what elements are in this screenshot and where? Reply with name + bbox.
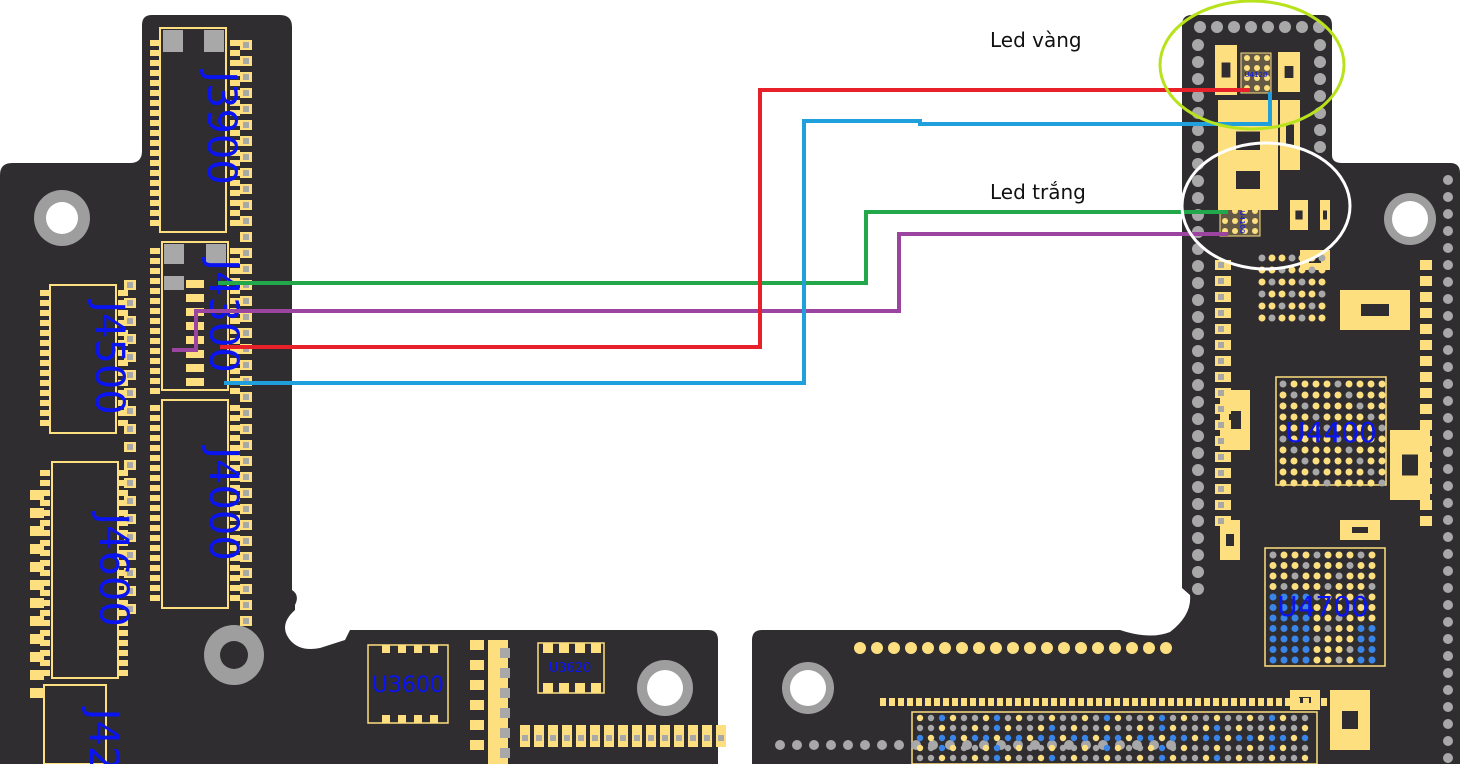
mounting-holes	[34, 190, 1436, 716]
chip-u3620	[537, 642, 605, 694]
label-u4120: U4120	[1245, 71, 1268, 79]
connector-j4000	[161, 399, 229, 609]
wire-blue	[224, 92, 1272, 385]
chip-bga-bottom	[911, 711, 1318, 764]
label-j4500: J4500	[86, 298, 132, 415]
connector-j42	[43, 684, 107, 764]
highlight-led-yellow	[1158, 0, 1346, 131]
label-u3620: U3620	[549, 661, 592, 676]
chip-u3600	[367, 644, 449, 724]
label-u4100: U4100	[1238, 211, 1246, 234]
label-u3600: U3600	[372, 673, 444, 698]
highlight-led-white	[1180, 141, 1352, 271]
label-u4400: U4400	[1285, 416, 1377, 449]
wire-red	[220, 88, 1250, 349]
annotation-led-yellow: Led vàng	[990, 28, 1082, 52]
pcb-pads	[30, 21, 1453, 764]
label-j4300: J4300	[200, 256, 246, 373]
annotation-led-white: Led trắng	[990, 180, 1086, 204]
wire-green	[218, 210, 1228, 285]
chip-u4400	[1275, 376, 1387, 486]
chip-u4700	[1264, 547, 1386, 667]
connector-j4300	[161, 241, 229, 391]
connector-j4500	[49, 284, 117, 434]
left-board	[0, 15, 718, 764]
label-u4700: U4700	[1277, 590, 1369, 623]
label-j4600: J4600	[90, 510, 136, 627]
label-j3900: J3900	[198, 68, 244, 185]
wire-purple	[172, 232, 1228, 352]
label-j42: J42	[80, 706, 126, 764]
label-j4000: J4000	[200, 444, 246, 561]
